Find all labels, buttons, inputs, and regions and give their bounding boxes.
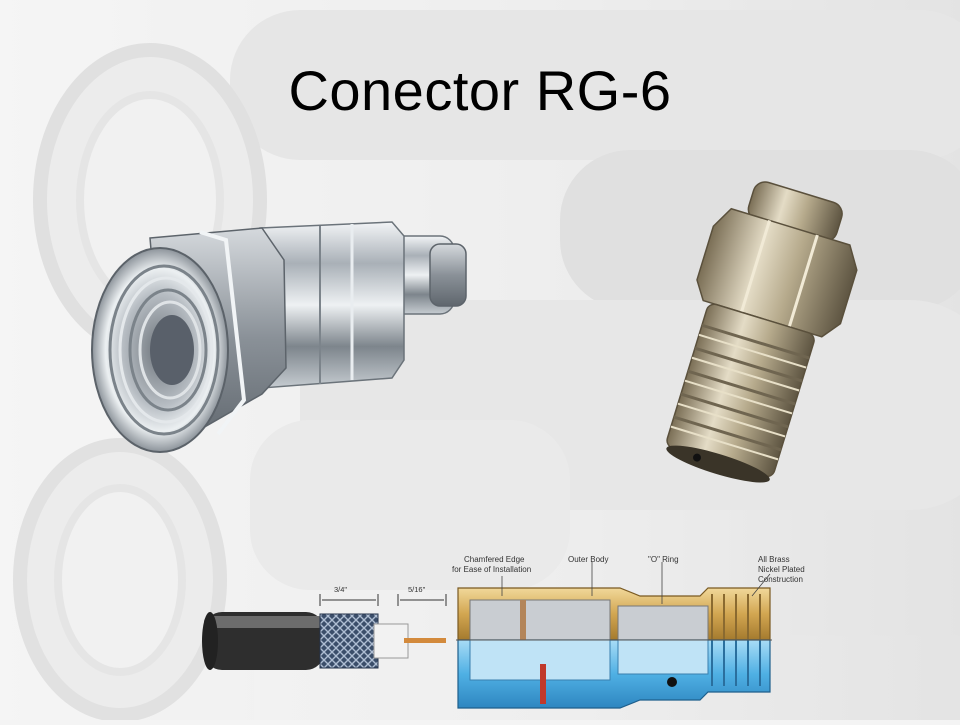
callout-construction: Construction [758, 575, 803, 584]
callout-o-ring: "O" Ring [648, 555, 679, 564]
f-connector-photo-silver [91, 221, 467, 453]
callout-all-brass: All Brass [758, 555, 790, 564]
f-connector-photo-nickel [666, 181, 858, 483]
callout-chamfered-edge: Chamfered Edge [464, 555, 525, 564]
cable-prep-diagram: 3/4" 5/16" [202, 585, 447, 670]
slide-title: Conector RG-6 [288, 59, 672, 122]
callout-nickel-plated: Nickel Plated [758, 565, 805, 574]
callout-for-ease-of-installation: for Ease of Installation [452, 565, 531, 574]
dimension-label-5-16: 5/16" [408, 585, 426, 594]
dimension-label-3-4: 3/4" [334, 585, 347, 594]
connector-cutaway-diagram: Chamfered Edge for Ease of Installation … [452, 555, 805, 709]
callout-outer-body: Outer Body [568, 555, 608, 564]
